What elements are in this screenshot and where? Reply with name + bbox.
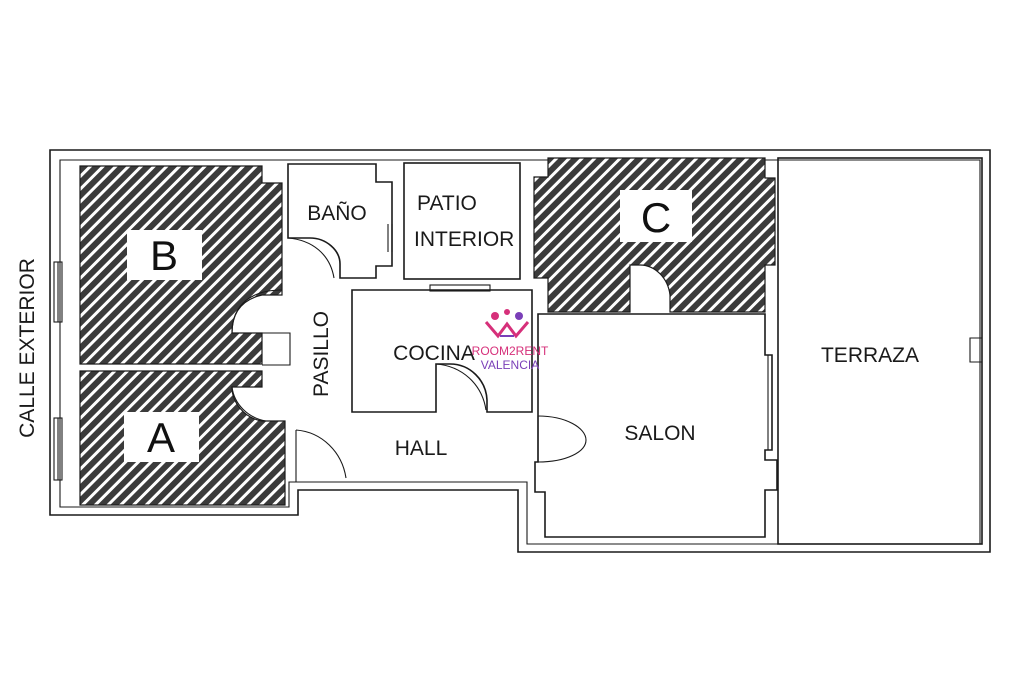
salon: SALON — [534, 313, 778, 538]
room-cocina-label: COCINA — [393, 342, 475, 365]
room-patio-line1: PATIO — [417, 192, 477, 215]
bedroom-a-label-box — [124, 412, 199, 462]
room-terraza-label: TERRAZA — [821, 344, 919, 367]
kitchen: COCINA — [351, 284, 533, 413]
logo-city: VALENCIA — [481, 358, 539, 372]
room-bano-label: BAÑO — [307, 201, 367, 225]
room-hall-label: HALL — [395, 437, 448, 460]
terraza: TERRAZA — [777, 157, 983, 545]
outer-walls — [49, 149, 991, 553]
bathroom: BAÑO — [287, 163, 393, 279]
bedroom-a: A — [79, 370, 286, 506]
corridor: PASILLO HALL — [231, 289, 448, 482]
bedroom-a-letter: A — [147, 414, 175, 461]
room-salon-label: SALON — [624, 422, 695, 445]
room2rent-logo: ROOM2RENT VALENCIA — [472, 309, 549, 372]
bedroom-b-letter: B — [150, 232, 178, 279]
bedroom-c-letter: C — [641, 194, 671, 241]
street-label: CALLE EXTERIOR — [16, 258, 39, 438]
bedroom-b: B — [79, 165, 283, 365]
bedroom-b-label-box — [127, 230, 202, 280]
room-pasillo-label: PASILLO — [310, 311, 333, 397]
logo-name: ROOM2RENT — [472, 344, 549, 358]
logo-people-icon — [484, 309, 530, 339]
bedroom-c-label-box — [620, 190, 692, 242]
room-patio-line2: INTERIOR — [414, 228, 514, 251]
street-windows — [53, 261, 63, 481]
bedroom-c: C — [533, 157, 776, 313]
patio-interior: PATIO INTERIOR — [403, 162, 521, 280]
